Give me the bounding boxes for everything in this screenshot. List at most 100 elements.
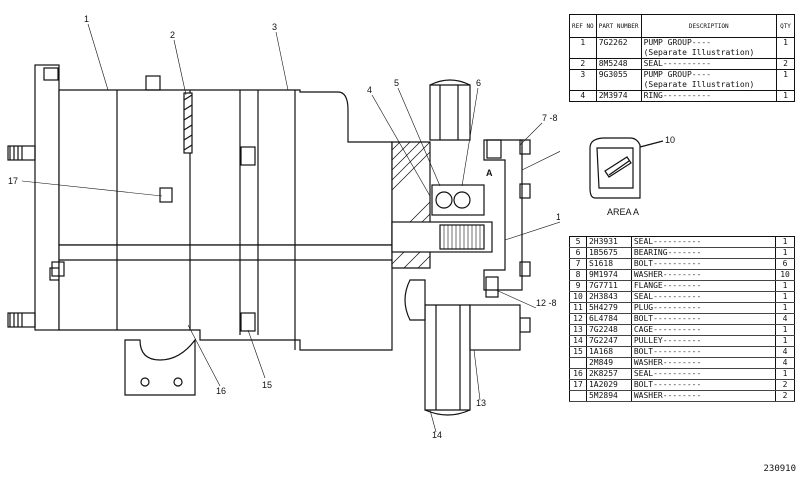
part-number-cell: 5M2894	[586, 390, 632, 402]
area-a-label: AREA A	[607, 207, 640, 217]
part-number-cell: 6L4784	[586, 313, 632, 325]
mounting-flange	[34, 64, 60, 331]
callout-16: 16	[216, 386, 226, 396]
qty-cell: 1	[783, 91, 788, 100]
callout-1: 1	[84, 14, 89, 24]
description-cell: SEAL----------	[631, 368, 777, 380]
header-part-number: PART NUMBER	[596, 14, 642, 38]
description-cell: PUMP GROUP----	[641, 69, 778, 80]
ref-cell: 6	[569, 247, 587, 259]
leader-dashes: ----------	[653, 380, 702, 389]
qty-cell	[776, 48, 795, 59]
ref-cell: 15	[569, 346, 587, 358]
qty-cell: 1	[783, 38, 788, 47]
callout-11: 11	[556, 212, 560, 222]
part-number-cell: 1B5675	[586, 247, 632, 259]
ref-cell	[569, 357, 587, 369]
callout-3: 3	[272, 22, 277, 32]
callout-2: 2	[170, 30, 175, 40]
qty-cell: 2	[775, 390, 795, 402]
qty-cell: 4	[775, 313, 795, 325]
part-number-cell: 9M1974	[586, 269, 632, 281]
part-number-cell: 5H4279	[586, 302, 632, 314]
pulley-lower	[424, 304, 471, 411]
qty-cell: 10	[775, 269, 795, 281]
qty-cell	[776, 80, 795, 91]
part-number-cell: 7G2247	[586, 335, 632, 347]
callout-15: 15	[262, 380, 272, 390]
pump-body-lower	[58, 244, 393, 351]
ref-cell: 7	[569, 258, 587, 270]
part-number-cell: 7G7711	[586, 280, 632, 292]
leader-dashes: --------	[662, 391, 702, 400]
leader-dashes: ----------	[653, 237, 702, 246]
part-number-cell	[596, 48, 642, 59]
part-number-cell: 2M3974	[596, 90, 642, 102]
ref-cell: 13	[569, 324, 587, 336]
description-cell: BEARING-------	[631, 247, 777, 259]
ref-cell: 14	[569, 335, 587, 347]
flange	[483, 139, 523, 291]
description-cell: BOLT----------	[631, 379, 777, 391]
qty-cell: 1	[775, 280, 795, 292]
ref-cell	[569, 390, 587, 402]
callout-area-a: A	[486, 168, 493, 178]
part-number-cell: 1A2029	[586, 379, 632, 391]
leader-dashes: ----------	[653, 369, 702, 378]
ref-cell: 1	[569, 37, 597, 48]
drive-shaft	[391, 221, 493, 253]
ref-cell: 12	[569, 313, 587, 325]
part-number-cell: 7G2248	[586, 324, 632, 336]
description-cell: WASHER--------	[631, 390, 777, 402]
qty-cell: 1	[775, 236, 795, 248]
cage	[404, 279, 426, 321]
qty-cell: 2	[776, 58, 795, 70]
description-cell: WASHER--------	[631, 269, 777, 281]
callout-10: 10	[665, 135, 675, 145]
pump-assembly-drawing: 1 2 3 4 5 6 7 -8 9 11 12 -8 13 14 15 16 …	[7, 14, 560, 440]
description-cell: FLANGE--------	[631, 280, 777, 292]
qty-cell: 1	[775, 324, 795, 336]
description-cell: WASHER--------	[631, 357, 777, 369]
table-row: (Separate Illustration)	[569, 48, 795, 59]
leader-dashes: ----------	[653, 325, 702, 334]
qty-cell: 4	[775, 357, 795, 369]
callout-14: 14	[432, 430, 442, 440]
description-cell: PLUG----------	[631, 302, 777, 314]
part-number-cell: 9G3055	[596, 69, 642, 80]
description-cell: (Separate Illustration)	[641, 48, 778, 59]
leader-dashes: --------	[662, 270, 702, 279]
description-cell: BOLT----------	[631, 313, 777, 325]
table-row: (Separate Illustration)	[569, 80, 795, 91]
ref-cell: 5	[569, 236, 587, 248]
qty-cell: 1	[775, 335, 795, 347]
ref-cell: 9	[569, 280, 587, 292]
part-number-cell: 2H3843	[586, 291, 632, 303]
mounting-bracket	[124, 338, 196, 396]
header-description: DESCRIPTION	[641, 14, 778, 38]
leader-dashes: ----------	[653, 347, 702, 356]
leader-dashes: ----	[691, 38, 712, 47]
qty-cell: 1	[775, 302, 795, 314]
header-ref: REF NO	[569, 14, 597, 38]
qty-cell: 1	[783, 70, 788, 79]
description-cell: BOLT----------	[631, 258, 777, 270]
description-cell: (Separate Illustration)	[641, 80, 778, 91]
description-cell: BOLT----------	[631, 346, 777, 358]
leader-dashes: --------	[662, 336, 702, 345]
ref-cell: 2	[569, 58, 597, 70]
